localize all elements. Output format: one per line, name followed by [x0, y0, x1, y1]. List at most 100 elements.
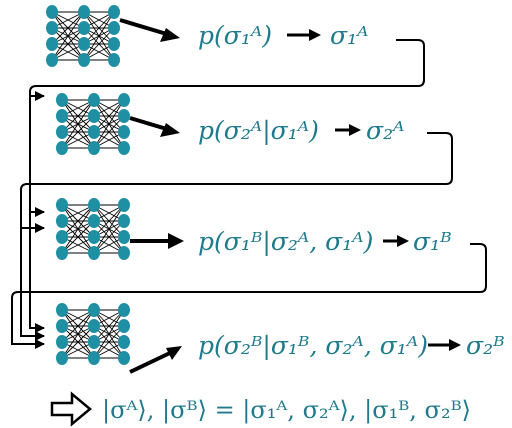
network-node [108, 53, 120, 67]
feedback-line-2 [20, 132, 453, 341]
network-node [118, 125, 130, 139]
network-edge [61, 325, 95, 359]
network-node [46, 21, 58, 35]
probability-label-3: p(σ₁ᴮ|σ₂ᴬ, σ₁ᴬ) [198, 227, 373, 257]
network-node [118, 93, 130, 107]
network-edge [61, 309, 95, 343]
row-labels: p(σ₁ᴬ) σ₁ᴬ p(σ₂ᴬ|σ₁ᴬ) σ₂ᴬ p(σ₁ᴮ|σ₂ᴬ, σ₁ᴬ… [198, 21, 505, 361]
network-node [88, 319, 100, 333]
network-edge [61, 204, 95, 254]
neural-network-3 [56, 198, 130, 260]
output-arrow-4 [129, 350, 173, 374]
network-node [88, 246, 100, 260]
network-edge [83, 11, 115, 45]
network-node [56, 93, 68, 107]
network-node [118, 230, 130, 244]
sampling-arrowhead-1 [309, 29, 321, 41]
feedback-line-3 [11, 243, 487, 349]
probability-label-2: p(σ₂ᴬ|σ₁ᴬ) [198, 116, 319, 146]
sample-label-4: σ₂ᴮ [466, 331, 505, 360]
feedback-line-1 [29, 39, 425, 333]
neural-network-1 [46, 5, 120, 67]
probability-label-4: p(σ₂ᴮ|σ₁ᴮ, σ₂ᴬ, σ₁ᴬ) [198, 331, 428, 361]
network-node [88, 141, 100, 155]
output-arrow-2 [129, 116, 171, 132]
network-edge [61, 99, 95, 149]
network-node [118, 319, 130, 333]
network-node [88, 214, 100, 228]
network-node [46, 37, 58, 51]
output-arrowhead-1 [160, 28, 180, 42]
network-node [88, 230, 100, 244]
sample-label-3: σ₁ᴮ [413, 227, 452, 256]
network-node [56, 246, 68, 260]
network-edge [61, 309, 95, 359]
network-edge [93, 309, 125, 343]
network-edge [51, 27, 85, 61]
network-node [118, 351, 130, 365]
network-node [118, 335, 130, 349]
network-edge [93, 204, 125, 254]
sampling-arrowhead-3 [397, 235, 409, 247]
network-edge [93, 325, 125, 359]
network-node [46, 5, 58, 19]
result-equation: |σᴬ⟩, |σᴮ⟩ = |σ₁ᴬ, σ₂ᴬ⟩, |σ₁ᴮ, σ₂ᴮ⟩ [102, 396, 471, 425]
network-edge [93, 115, 125, 149]
network-node [78, 5, 90, 19]
output-arrowhead-2 [160, 123, 180, 137]
network-node [56, 141, 68, 155]
feedback-connectors [11, 39, 487, 349]
network-edge [93, 99, 125, 149]
network-node [88, 109, 100, 123]
network-node [56, 351, 68, 365]
network-edge [83, 11, 115, 61]
network-node [88, 351, 100, 365]
network-edge [61, 204, 95, 238]
network-edge [93, 99, 125, 133]
network-edge [83, 27, 115, 61]
network-edge [51, 11, 85, 45]
network-edge [93, 220, 125, 254]
neural-network-4 [56, 303, 130, 365]
network-edge [93, 204, 125, 238]
network-edge [61, 220, 95, 254]
network-node [108, 5, 120, 19]
network-node [118, 246, 130, 260]
sampling-arrows [287, 29, 461, 351]
network-node [78, 53, 90, 67]
network-output-arrows [119, 18, 184, 374]
network-node [56, 230, 68, 244]
neural-networks [46, 5, 130, 365]
network-node [56, 109, 68, 123]
network-node [118, 214, 130, 228]
network-node [56, 335, 68, 349]
network-node [78, 37, 90, 51]
network-node [88, 303, 100, 317]
network-node [56, 319, 68, 333]
network-node [56, 214, 68, 228]
network-node [56, 303, 68, 317]
network-node [118, 109, 130, 123]
output-arrowhead-4 [166, 346, 182, 360]
network-node [118, 303, 130, 317]
network-node [56, 198, 68, 212]
sampling-arrowhead-4 [449, 339, 461, 351]
network-node [88, 93, 100, 107]
sample-label-1: σ₁ᴬ [330, 21, 368, 50]
network-edge [93, 309, 125, 359]
network-node [78, 21, 90, 35]
result-row: |σᴬ⟩, |σᴮ⟩ = |σ₁ᴬ, σ₂ᴬ⟩, |σ₁ᴮ, σ₂ᴮ⟩ [50, 391, 471, 427]
network-node [108, 37, 120, 51]
sampling-arrowhead-2 [349, 124, 361, 136]
neural-network-2 [56, 93, 130, 155]
network-edge [61, 115, 95, 149]
network-node [118, 141, 130, 155]
network-node [88, 198, 100, 212]
hollow-right-arrow-icon [50, 391, 92, 427]
network-node [46, 53, 58, 67]
network-node [118, 198, 130, 212]
probability-label-1: p(σ₁ᴬ) [198, 21, 272, 50]
output-arrow-1 [119, 18, 171, 37]
network-node [56, 125, 68, 139]
